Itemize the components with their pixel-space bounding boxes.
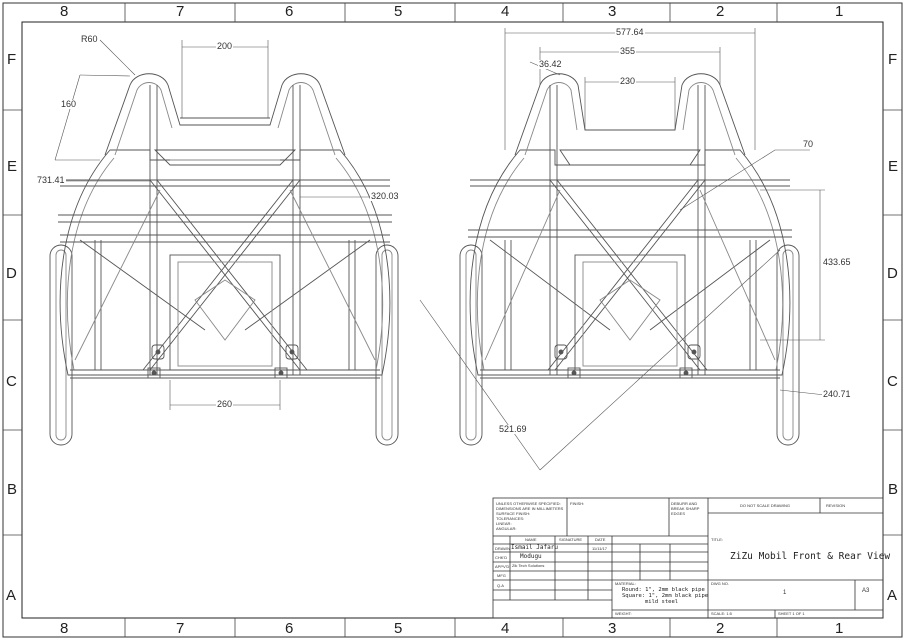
zone-col-4-top: 4 bbox=[501, 3, 510, 20]
tolerance-line-6: ANGULAR: bbox=[496, 526, 517, 531]
rear-roll-hoops bbox=[514, 73, 746, 156]
zone-row-c-right: C bbox=[887, 373, 898, 390]
tolerance-line-4: TOLERANCES: bbox=[496, 516, 525, 521]
zone-row-c-left: C bbox=[6, 373, 17, 390]
title-label: TITLE: bbox=[711, 537, 724, 542]
zone-col-7-top: 7 bbox=[176, 3, 185, 20]
col-name-header: NAME bbox=[525, 537, 537, 542]
dim-731-41: 731.41 bbox=[36, 175, 66, 185]
deburr-line-2: BREAK SHARP bbox=[671, 506, 700, 511]
zone-row-f-left: F bbox=[7, 51, 17, 68]
zone-col-1-top: 1 bbox=[835, 3, 844, 20]
zone-row-f-right: F bbox=[888, 51, 898, 68]
front-view bbox=[49, 73, 399, 446]
dim-260: 260 bbox=[216, 399, 234, 409]
zone-col-4-bottom: 4 bbox=[501, 620, 510, 637]
row-qa-label: Q.A bbox=[497, 583, 504, 588]
zone-col-5-top: 5 bbox=[394, 3, 403, 20]
zone-col-3-bottom: 3 bbox=[608, 620, 617, 637]
zone-col-2-top: 2 bbox=[716, 3, 725, 20]
zone-col-6-bottom: 6 bbox=[285, 620, 294, 637]
zone-row-b-right: B bbox=[888, 481, 899, 498]
zone-col-3-top: 3 bbox=[608, 3, 617, 20]
rear-view bbox=[459, 73, 800, 446]
zone-row-d-left: D bbox=[6, 265, 17, 282]
dim-230: 230 bbox=[619, 76, 637, 86]
row-drawn-date: 11/11/17 bbox=[592, 546, 607, 551]
scale-value: SCALE: 1:5 bbox=[711, 611, 732, 616]
dwg-no-value: 1 bbox=[783, 590, 787, 596]
zone-row-e-right: E bbox=[888, 158, 899, 175]
zone-col-6-top: 6 bbox=[285, 3, 294, 20]
col-date-header: DATE bbox=[595, 537, 606, 542]
col-signature-header: SIGNATURE bbox=[559, 537, 583, 542]
sheet-number: SHEET 1 OF 1 bbox=[778, 611, 805, 616]
zone-col-5-bottom: 5 bbox=[394, 620, 403, 637]
front-left-wheel bbox=[49, 244, 73, 446]
weight-label: WEIGHT: bbox=[615, 611, 632, 616]
row-drawn-name: Ismail Jafaru bbox=[511, 544, 558, 551]
revision-label: REVISION bbox=[826, 503, 846, 508]
zone-col-8-top: 8 bbox=[60, 3, 69, 20]
row-mfg-label: MFG bbox=[497, 573, 506, 578]
rear-left-wheel bbox=[459, 244, 483, 446]
zone-ticks bbox=[3, 3, 902, 637]
sheet-size: A3 bbox=[862, 588, 870, 594]
dim-r60: R60 bbox=[80, 34, 99, 44]
dwg-no-label: DWG NO. bbox=[711, 581, 729, 586]
material-line-1: Round: 1", 2mm black pipe bbox=[622, 587, 705, 593]
dim-200: 200 bbox=[216, 41, 234, 51]
zone-col-1-bottom: 1 bbox=[835, 620, 844, 637]
tolerance-line-2: DIMENSIONS ARE IN MILLIMETERS bbox=[496, 506, 564, 511]
dim-36-42: 36.42 bbox=[538, 59, 563, 69]
dim-355: 355 bbox=[619, 46, 637, 56]
material-line-2: Square: 1", 2mm black pipe bbox=[622, 593, 709, 599]
front-right-wheel bbox=[375, 244, 399, 446]
zone-row-a-right: A bbox=[887, 587, 898, 604]
dim-160: 160 bbox=[60, 99, 78, 109]
dim-320-03: 320.03 bbox=[370, 191, 400, 201]
material-line-3: mild steel bbox=[645, 599, 679, 605]
zone-row-d-right: D bbox=[887, 265, 898, 282]
zone-row-b-left: B bbox=[7, 481, 18, 498]
row-approved-name: Zik Tech Solutions bbox=[512, 563, 545, 568]
dim-577-64: 577.64 bbox=[615, 27, 645, 37]
rear-right-wheel bbox=[776, 244, 800, 446]
zone-row-a-left: A bbox=[6, 587, 17, 604]
dim-70: 70 bbox=[802, 139, 815, 149]
dim-521-69: 521.69 bbox=[498, 424, 528, 434]
dim-240-71: 240.71 bbox=[822, 389, 852, 399]
drawing-title: ZiZu Mobil Front & Rear View bbox=[730, 551, 891, 562]
tolerance-line-1: UNLESS OTHERWISE SPECIFIED: bbox=[496, 501, 561, 506]
row-drawn-label: DRAWN bbox=[495, 546, 510, 551]
zone-col-8-bottom: 8 bbox=[60, 620, 69, 637]
zone-col-7-bottom: 7 bbox=[176, 620, 185, 637]
row-checked-name: Modugu bbox=[520, 553, 542, 560]
row-approved-label: APPV'D bbox=[495, 564, 510, 569]
row-checked-label: CHK'D bbox=[495, 555, 508, 560]
zone-row-e-left: E bbox=[7, 158, 18, 175]
zone-col-2-bottom: 2 bbox=[716, 620, 725, 637]
deburr-line-3: EDGES bbox=[671, 511, 686, 516]
do-not-scale-note: DO NOT SCALE DRAWING bbox=[740, 503, 791, 508]
tolerance-line-5: LINEAR: bbox=[496, 521, 512, 526]
finish-label: FINISH: bbox=[570, 501, 585, 506]
tolerance-line-3: SURFACE FINISH: bbox=[496, 511, 531, 516]
dim-433-65: 433.65 bbox=[822, 257, 852, 267]
material-label: MATERIAL: bbox=[615, 581, 636, 586]
deburr-line-1: DEBURR AND bbox=[671, 501, 698, 506]
dimension-lines bbox=[54, 28, 826, 471]
